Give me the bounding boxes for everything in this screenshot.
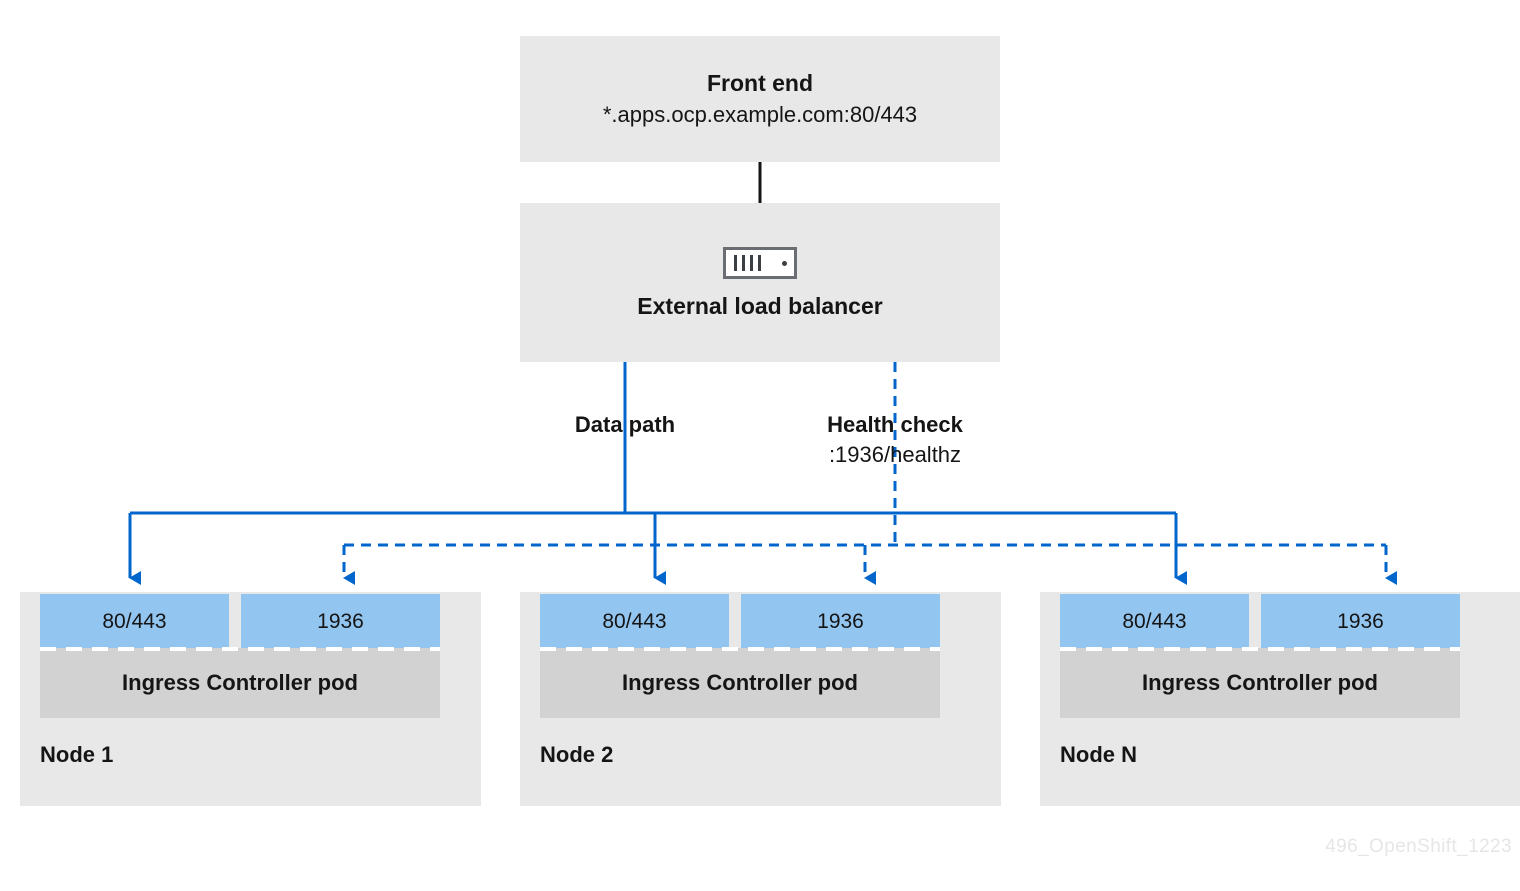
- external-load-balancer-label: External load balancer: [637, 293, 883, 319]
- server-icon-bar: [758, 255, 761, 271]
- data-port-box: 80/443: [1060, 594, 1249, 650]
- node-label: Node N: [1060, 742, 1137, 767]
- health-check-label-line1: Health check: [827, 412, 963, 437]
- server-icon-led: [782, 260, 787, 266]
- node-box: 80/443 1936 Ingress Controller pod Node …: [1040, 592, 1520, 806]
- node-label: Node 1: [40, 742, 114, 767]
- health-port-box: 1936: [741, 594, 940, 650]
- pod-top-dashed-divider: [1060, 647, 1460, 651]
- ingress-controller-pod-box: Ingress Controller pod: [540, 648, 940, 718]
- server-icon-bar: [734, 255, 737, 271]
- ingress-controller-pod-box: Ingress Controller pod: [40, 648, 440, 718]
- node-box: 80/443 1936 Ingress Controller pod Node …: [20, 592, 481, 806]
- server-icon: [723, 247, 797, 279]
- health-check-label-line2: :1936/healthz: [828, 441, 962, 467]
- front-end-box: Front end *.apps.ocp.example.com:80/443: [520, 36, 1000, 162]
- front-end-endpoint: *.apps.ocp.example.com:80/443: [602, 101, 918, 127]
- node-box: 80/443 1936 Ingress Controller pod Node …: [520, 592, 1001, 806]
- health-check-label: Health check :1936/healthz: [765, 410, 1025, 469]
- external-load-balancer-box: External load balancer: [520, 203, 1000, 362]
- pod-top-dashed-divider: [540, 647, 940, 651]
- ingress-controller-pod-box: Ingress Controller pod: [1060, 648, 1460, 718]
- health-port-box: 1936: [241, 594, 440, 650]
- node-label: Node 2: [540, 742, 614, 767]
- node-ports: 80/443 1936: [1060, 594, 1460, 650]
- data-port-box: 80/443: [540, 594, 729, 650]
- watermark-text: 496_OpenShift_1223: [1325, 836, 1512, 857]
- health-port-box: 1936: [1261, 594, 1460, 650]
- data-path-label: Data path: [495, 410, 755, 440]
- data-port-box: 80/443: [40, 594, 229, 650]
- node-ports: 80/443 1936: [40, 594, 440, 650]
- server-icon-bar: [750, 255, 753, 271]
- node-ports: 80/443 1936: [540, 594, 940, 650]
- pod-top-dashed-divider: [40, 647, 440, 651]
- data-path-label-line1: Data path: [574, 412, 676, 437]
- front-end-title: Front end: [706, 69, 814, 96]
- server-icon-bar: [742, 255, 745, 271]
